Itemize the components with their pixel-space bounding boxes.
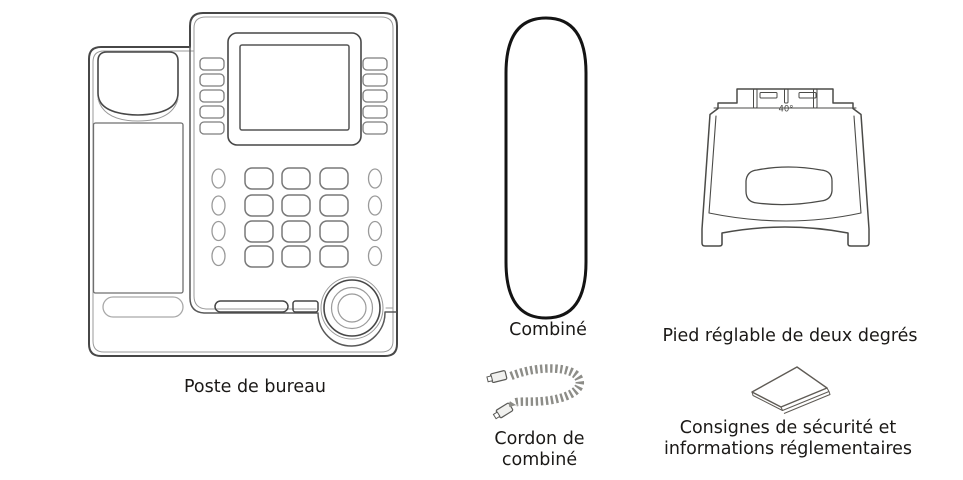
booklet-page-edges (780, 387, 831, 414)
handset-cord-label: Cordon de combiné (494, 429, 585, 471)
phone-cradle-bed (92, 122, 184, 294)
stand-label: Pied réglable de deux degrés (662, 326, 918, 346)
handset-outline (504, 16, 588, 320)
phone-small-bar (292, 300, 319, 313)
cord-connector-top (486, 370, 508, 384)
phone-navigation-wheel (320, 276, 384, 340)
phone-space-bar (214, 300, 289, 313)
phone-faceplate-edge-inner (193, 46, 394, 310)
stand-inner-outline (708, 115, 862, 222)
stand-foot-inner-lines (721, 232, 849, 246)
phone-screen (239, 44, 350, 131)
handset-cord-illustration (486, 364, 584, 420)
safety-booklet-label-line1: Consignes de sécurité et (679, 418, 897, 438)
phone-screen-frame (227, 32, 362, 146)
safety-booklet-label: Consignes de sécurité et informations ré… (660, 418, 916, 461)
stand-opening (745, 166, 833, 206)
safety-booklet-label-line2: informations réglementaires (663, 439, 913, 460)
phone-cradle-cushion (97, 51, 179, 116)
phone-cradle-cushion-lower-curve (97, 98, 179, 122)
handset-label: Combiné (509, 320, 587, 340)
phone-keypad (244, 167, 349, 268)
safety-booklet-illustration (751, 366, 831, 414)
stand-clips (753, 88, 818, 109)
booklet-spine-edge (751, 391, 783, 411)
handset-illustration (504, 16, 588, 320)
phone-faceplate-edge (189, 46, 397, 347)
phone-body-inner-line (92, 16, 394, 353)
stand-illustration: 40° (701, 88, 870, 247)
desk-phone-illustration (88, 12, 398, 357)
phone-oval-keys (211, 168, 383, 267)
stand-angle-label: 40° (778, 105, 793, 115)
phone-bottom-slot (102, 296, 184, 318)
desk-phone-label: Poste de bureau (184, 377, 326, 397)
phone-side-keys (199, 57, 388, 135)
cord-coil (509, 364, 584, 409)
